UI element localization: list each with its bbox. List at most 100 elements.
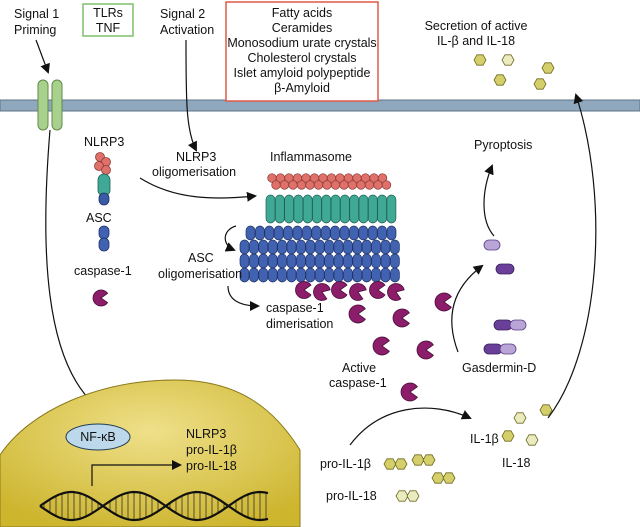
nlrp3-nacht-domain — [285, 195, 294, 223]
asc-filament — [334, 240, 343, 254]
nlrp3-pyd-bead — [374, 181, 383, 190]
secreted-cytokine — [474, 55, 486, 65]
nlrp3-nacht-domain — [266, 195, 275, 223]
nlrp3-nacht-domain — [275, 195, 284, 223]
nlrp3-nacht-domain — [350, 195, 359, 223]
activator-item: Islet amyloid polypeptide — [234, 66, 371, 80]
asc-filament — [359, 226, 368, 240]
processing-arrow — [350, 408, 470, 445]
mature-cytokine — [526, 435, 538, 445]
secreted-cytokine — [494, 75, 506, 85]
nlrp3-nacht-domain — [294, 195, 303, 223]
nlrp3-monomer — [95, 153, 111, 206]
recruited-caspase1 — [313, 284, 330, 301]
signal2-arrow — [186, 40, 196, 150]
asc-filament — [390, 254, 399, 268]
mature-cytokine — [540, 405, 552, 415]
asc-filament — [312, 226, 321, 240]
pro-il1b-unit — [432, 473, 444, 483]
asc-filament — [293, 226, 302, 240]
signal1-sublabel: Priming — [14, 23, 56, 37]
nlrp3-olig-label: NLRP3 — [176, 150, 216, 164]
secretion-label: Secretion of active — [425, 19, 528, 33]
asc-filament — [274, 226, 283, 240]
asc-olig-sublabel: oligomerisation — [158, 267, 242, 281]
asc-olig-arrow — [225, 226, 236, 250]
pro-il18-unit — [396, 491, 408, 501]
asc-filament — [325, 240, 334, 254]
gasdermin-fragments — [484, 240, 526, 354]
asc-filament — [390, 240, 399, 254]
recruited-caspase1 — [296, 282, 311, 299]
il18-label: IL-18 — [502, 456, 531, 470]
asc-filament — [268, 268, 277, 282]
activator-item: β-Amyloid — [274, 81, 330, 95]
signal2-label: Signal 2 — [160, 7, 205, 21]
gasdermin-arrow — [452, 266, 482, 352]
recruited-caspase1 — [332, 282, 347, 299]
inflammasome-complex — [240, 174, 404, 301]
activator-item: Monosodium urate crystals — [227, 36, 376, 50]
mature-cytokine — [502, 431, 514, 441]
asc-filament — [390, 268, 399, 282]
asc-filament — [287, 254, 296, 268]
signal1-arrow — [36, 40, 48, 72]
asc-filament — [331, 226, 340, 240]
asc-filament — [381, 268, 390, 282]
cytokine-hexagons — [384, 405, 552, 501]
nlrp3-pyd-bead — [357, 181, 366, 190]
recruited-caspase1 — [349, 284, 366, 301]
pro-il1b-unit — [384, 459, 396, 469]
active-caspase1 — [417, 341, 433, 359]
asc-filament — [306, 240, 315, 254]
asc-filament — [259, 268, 268, 282]
asc-filament — [287, 240, 296, 254]
asc-filament — [362, 254, 371, 268]
nlrp3-nacht-domain — [359, 195, 368, 223]
asc-filament — [265, 226, 274, 240]
asc-filament — [315, 240, 324, 254]
asc-filament — [246, 226, 255, 240]
asc-filament — [372, 240, 381, 254]
secreted-cytokine — [542, 63, 554, 73]
secreted-cytokine — [502, 55, 514, 65]
activator-item: Ceramides — [272, 21, 332, 35]
asc-filament — [381, 240, 390, 254]
asc-filament — [287, 268, 296, 282]
asc-filament — [240, 240, 249, 254]
casp-dimer-sublabel: dimerisation — [266, 317, 333, 331]
asc-filament — [325, 254, 334, 268]
asc-filament — [372, 268, 381, 282]
pro-il18-unit — [407, 491, 419, 501]
nlrp3-pyd-bead — [314, 181, 323, 190]
asc-filament — [315, 254, 324, 268]
tlr-label: TLRs — [93, 6, 123, 20]
il1b-label: IL-1β — [470, 432, 499, 446]
asc-filament — [268, 254, 277, 268]
asc-filament — [306, 254, 315, 268]
mature-cytokine — [514, 413, 526, 423]
asc-filament — [340, 226, 349, 240]
nlrp3-nacht-domain — [368, 195, 377, 223]
pro-il1b-label: pro-IL-1β — [320, 457, 371, 471]
asc-filament — [296, 268, 305, 282]
active-caspase1 — [401, 383, 417, 401]
nlrp3-nacht-domain — [331, 195, 340, 223]
nlrp3-label: NLRP3 — [84, 135, 124, 149]
caspase1-label: caspase-1 — [74, 264, 132, 278]
asc-label: ASC — [86, 211, 112, 225]
asc-filament — [321, 226, 330, 240]
nlrp3-nacht-domain — [322, 195, 331, 223]
recruited-caspase1 — [370, 282, 385, 299]
secreted-cytokine — [534, 79, 546, 89]
asc-filament — [240, 254, 249, 268]
asc-filament — [353, 240, 362, 254]
casp-dimer-label: caspase-1 — [266, 301, 324, 315]
asc-filament — [249, 268, 258, 282]
signal1-label: Signal 1 — [14, 7, 59, 21]
activator-item: Cholesterol crystals — [247, 51, 356, 65]
asc-filament — [353, 268, 362, 282]
asc-filament — [249, 254, 258, 268]
nlrp3-pyd-bead — [340, 181, 349, 190]
